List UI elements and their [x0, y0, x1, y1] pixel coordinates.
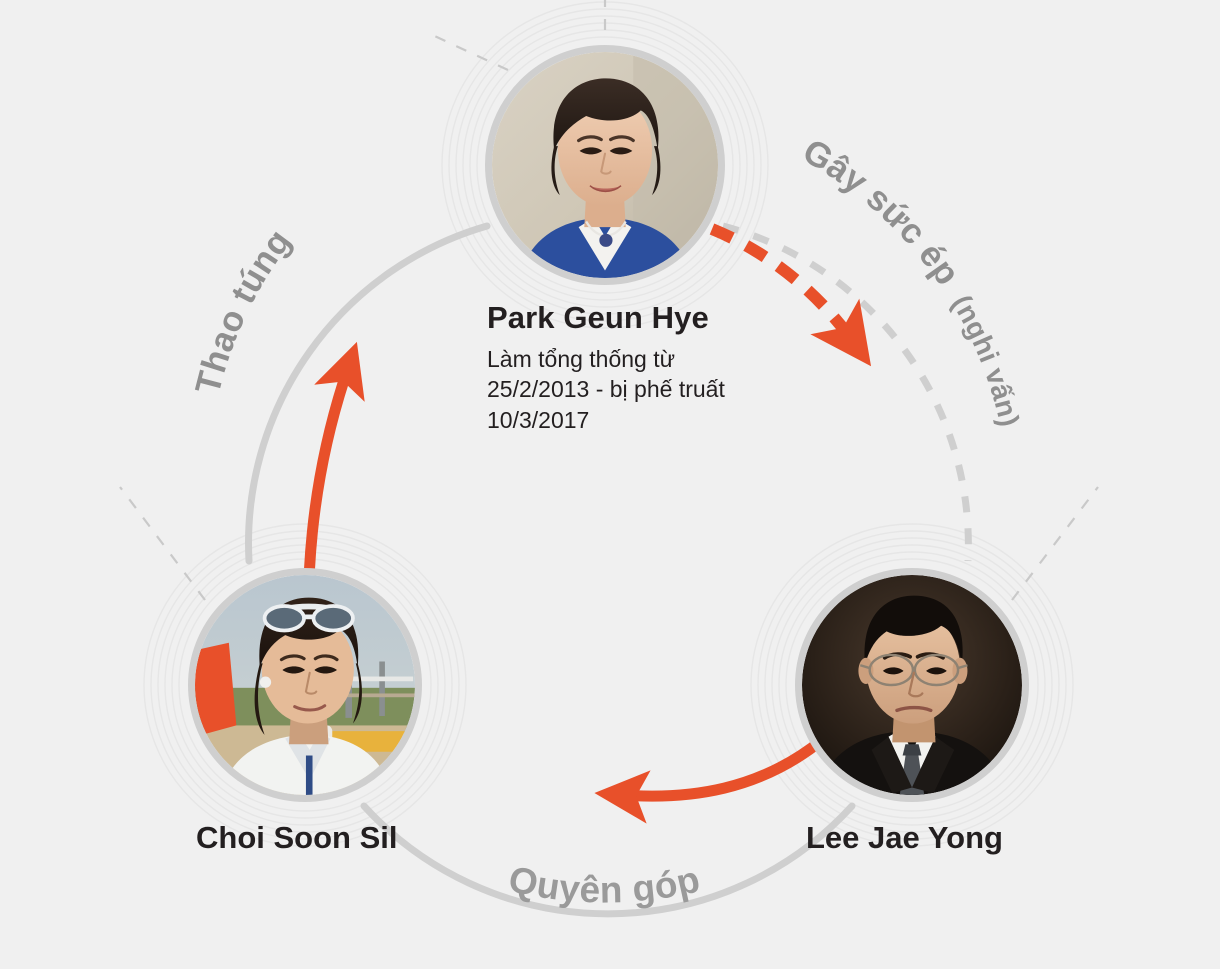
- park-geun-hye-photo: [492, 52, 718, 278]
- node-lee-jae-yong[interactable]: [795, 568, 1029, 802]
- arc-quyen-gop: [360, 802, 856, 918]
- halo-rings-choi: [143, 523, 467, 847]
- radial-dash-marks: [119, 0, 1099, 601]
- node-park-geun-hye[interactable]: [485, 45, 725, 285]
- arc-gay-suc-ep: [722, 222, 972, 562]
- choi-soon-sil-photo: [195, 575, 415, 795]
- edge-label-quyen-gop: Quyên góp: [505, 858, 704, 910]
- arrow-gay-suc-ep: [709, 223, 872, 367]
- subtitle-line-3: 10/3/2017: [487, 406, 590, 433]
- edge-label-gay-suc-ep: Gây sức ép: [796, 131, 967, 292]
- edge-label-gay-suc-ep-paren: (nghi vấn): [946, 290, 1025, 430]
- subtitle-line-1: Làm tổng thống từ: [487, 346, 676, 372]
- avatar-lee-jae-yong[interactable]: [795, 568, 1029, 802]
- label-choi-soon-sil: Choi Soon Sil: [196, 820, 398, 855]
- lee-jae-yong-photo: [802, 575, 1022, 795]
- arc-thao-tung: [245, 222, 491, 565]
- avatar-park-geun-hye[interactable]: [485, 45, 725, 285]
- edge-label-thao-tung: Thao túng: [188, 222, 299, 398]
- arrow-quyen-gop: [594, 734, 828, 824]
- halo-rings-lee: [750, 523, 1074, 847]
- node-choi-soon-sil[interactable]: [188, 568, 422, 802]
- subtitle-park-geun-hye: Làm tổng thống từ 25/2/2013 - bị phế tru…: [487, 344, 725, 435]
- subtitle-line-2: 25/2/2013 - bị phế truất: [487, 376, 725, 403]
- label-park-geun-hye: Park Geun Hye: [487, 300, 709, 335]
- label-lee-jae-yong: Lee Jae Yong: [806, 820, 1003, 855]
- avatar-choi-soon-sil[interactable]: [188, 568, 422, 802]
